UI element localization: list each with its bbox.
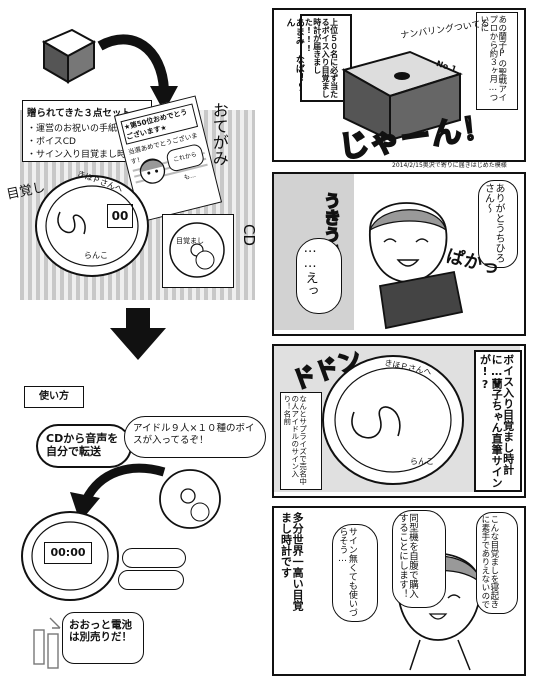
panel-4-narration-bubble: こんな目覚ましを寝起きに素手でありえないので [476,512,518,614]
decision-text: 同型機を自腹で購入することにします！ [396,513,418,599]
clock-2-digits-text: 00:00 [50,546,86,559]
clock-signature-2: らんこ [84,251,108,260]
speaker-line: あまみ なば！〜ん [284,18,304,91]
signed-clock-sign-2: らんこ [410,457,434,466]
bubble-idols-text: アイドル９人×１０種のボイスが入ってるぞ！ [133,423,255,446]
down-arrow-icon [110,308,166,360]
speech-bubble-transfer: CDから音声を自分で転送 [36,424,132,468]
cd-disc-label: 目覚まし [176,237,204,245]
battery-note-text: おおっと電池は別売りだ！ [69,619,132,643]
empty-bubble-2 [118,570,184,590]
cd-disc-drawing [169,222,225,278]
speech-bubble-idols: アイドル９人×１０種のボイスが入ってるぞ！ [124,416,266,458]
gift-box-drawing [41,28,97,84]
contents-item: ・ボイスCD [27,137,76,147]
contents-heading: 贈られてきた３点セット [27,108,131,119]
battery-icon [33,617,61,669]
howto-label: 使い方 [39,391,69,402]
panel-4-narration: こんな目覚ましを寝起きに素手でありえないので [479,515,499,609]
contents-item: ・運営のお祝いの手紙 [27,124,118,134]
conclusion-text: 多分世界一高い目覚まし時計です [279,512,305,611]
narration-text: あの蘭子Pの聖戦アイプロから約３ヶ月…ついに [478,15,507,102]
panel-3-caption-box: ボイス入り目覚まし時計に…蘭子ちゃん直筆サインが!? [474,350,522,492]
letter-sticker-text: これからも… [172,151,198,182]
howto-label-box: 使い方 [24,386,84,408]
ellipsis-text: ……えっ [302,241,318,297]
battery-note-bubble: おおっと電池は別売りだ！ [62,612,144,664]
announcement-text: 上位５０名に必ず当たるボイス入り目覚まし時計が届きました!!! [304,18,339,98]
sign-note-text: サイン無くても使いづらそう… [337,527,357,617]
panel-3-side-note: なんとサプライズで売名中の人アイドルのサイン入り！名前 [282,395,308,485]
girl-opening-box-drawing [368,202,464,330]
sign-note-bubble: サイン無くても使いづらそう… [332,524,378,622]
chibi-face-drawing [139,158,166,184]
alarm-clock-drawing [35,175,149,277]
clock-2-digits: 00:00 [44,542,92,564]
letter-paper: ★第50位おめでとうございます★ 当選あめでとうございます！ これからも… [113,95,223,223]
panel-3-side-note-box: なんとサプライズで売名中の人アイドルのサイン入り！名前 [280,392,322,490]
contents-item: ・サイン入り目覚まし時計 [27,150,136,160]
thanks-bubble: ありがとうちひろさん〜 [478,180,518,268]
decision-bubble: 同型機を自腹で購入することにします！ [392,510,446,608]
empty-bubble-1 [122,548,186,568]
panel-3-caption: ボイス入り目覚まし時計に…蘭子ちゃん直筆サインが!? [478,354,515,488]
signed-clock-drawing [322,355,464,485]
panel-1-caption: 2014/2/15奥沢で寄りに届きはじめた模様 [392,162,507,169]
narration-box: あの蘭子Pの聖戦アイプロから約３ヶ月…ついに [476,12,518,110]
curved-arrow-icon [97,34,178,112]
thanks-text: ありがとうちひろさん〜 [482,183,505,263]
ellipsis-bubble: ……えっ [296,238,342,314]
cd-label: CD [240,223,259,247]
clock-digits-text: 00 [111,209,129,223]
bubble-transfer-text: CDから音声を自分で転送 [46,432,119,458]
sfx-otegami: おてがみ [209,102,229,166]
clock-digits: 00 [107,204,133,228]
present-box-drawing [341,50,463,142]
small-cd-drawing [159,469,221,529]
